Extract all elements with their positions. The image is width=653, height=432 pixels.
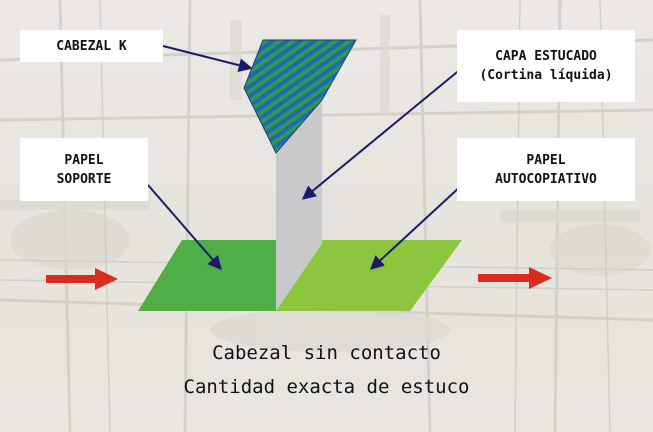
coating-head-outline <box>243 39 357 154</box>
label-capa-estucado-line2: (Cortina líquida) <box>479 68 613 83</box>
pointer-arrow-cabezal <box>162 45 253 73</box>
label-cabezal-k: CABEZAL K <box>20 30 163 62</box>
coating-curtain <box>276 100 322 311</box>
paper-autocopiativo-sheet <box>276 240 462 311</box>
label-papel-soporte: PAPEL SOPORTE <box>20 138 148 201</box>
caption-cantidad-exacta: Cantidad exacta de estuco <box>183 376 470 398</box>
pointer-arrow-capa <box>301 67 463 200</box>
paper-support-sheet <box>138 240 276 311</box>
label-capa-estucado-line1: CAPA ESTUCADO <box>495 49 597 64</box>
label-papel-autocopiativo-line2: AUTOCOPIATIVO <box>495 171 597 187</box>
label-papel-autocopiativo-line1: PAPEL <box>526 152 566 168</box>
label-papel-autocopiativo: PAPEL AUTOCOPIATIVO <box>457 138 635 201</box>
pointer-arrow-soporte <box>147 184 222 271</box>
label-capa-estucado: CAPA ESTUCADO (Cortina líquida) <box>457 30 635 102</box>
pointer-arrow-autocopiativo <box>369 184 463 270</box>
label-cabezal-k-line1: CABEZAL K <box>56 38 127 54</box>
coating-head-k <box>244 40 356 153</box>
flow-arrow-in-icon <box>46 268 118 290</box>
caption-sin-contacto: Cabezal sin contacto <box>212 342 441 364</box>
flow-arrow-out-icon <box>478 267 552 289</box>
label-papel-soporte-line2: SOPORTE <box>56 171 112 187</box>
label-papel-soporte-line1: PAPEL <box>64 152 104 168</box>
